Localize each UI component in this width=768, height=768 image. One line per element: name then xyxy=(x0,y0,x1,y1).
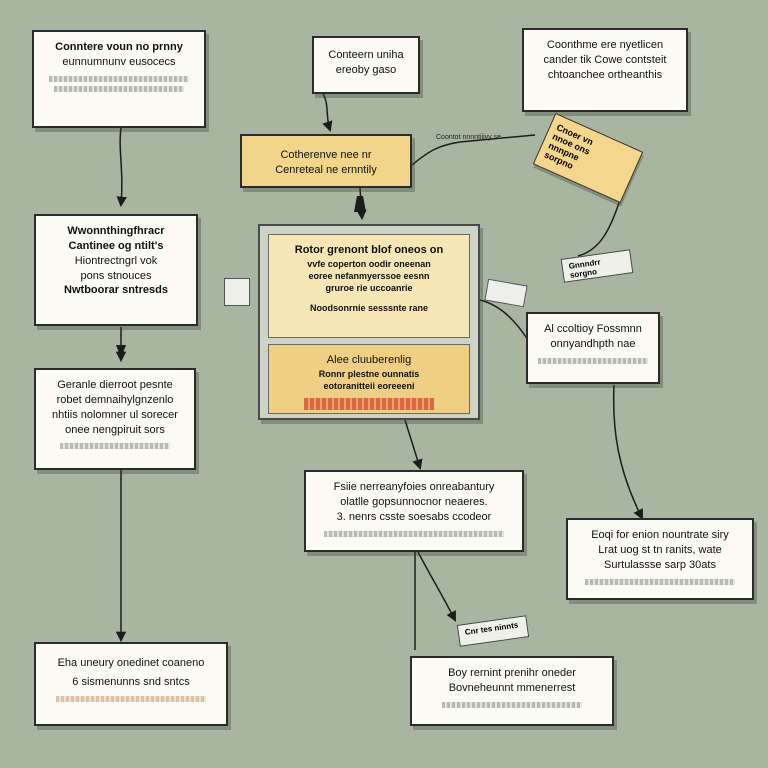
node-n9-line-2: Lrat uog st tn ranits, wate xyxy=(598,543,722,556)
node-n11-line-2: Bovneheunnt mmenerrest xyxy=(448,681,576,694)
panel-top-line-4: gruroe rie uccoanrie xyxy=(325,283,413,294)
node-n1-line-1: Conntere voun no prnny xyxy=(55,41,183,53)
node-n10-line-1: Eha uneury onedinet coaneno xyxy=(57,657,205,669)
node-n3-line-3: chtoanchee ortheanthis xyxy=(547,68,663,81)
node-n9-text-bar xyxy=(585,578,735,585)
node-n7-text-bar xyxy=(538,357,648,364)
node-n1: Conntere voun no prnny eunnumnunv eusoce… xyxy=(32,30,206,128)
edge-n2-n4 xyxy=(321,91,333,132)
node-n8-line-2: olatlle gopsunnocnor neaeres. xyxy=(340,495,488,508)
node-n11-line-1: Boy rernint prenihr oneder xyxy=(448,667,576,679)
node-n11-text-bar xyxy=(442,701,582,708)
node-n6-line-2: robet demnaihylgnzenlo xyxy=(56,393,174,406)
node-n3-line-1: Coonthme ere nyetlicen xyxy=(546,39,664,51)
node-n4-line-2: Cenreteal ne ernntily xyxy=(275,163,377,176)
pin-icon xyxy=(354,196,366,212)
edge-label-top: Coontot nnnntiiivy se xyxy=(436,134,501,141)
edge-n1-n5 xyxy=(116,127,127,208)
panel-bottom-card: Alee cluuberenlig Ronnr plestne ounnatis… xyxy=(268,344,470,414)
node-n10: Eha uneury onedinet coaneno 6 sismenunns… xyxy=(34,642,228,726)
pin-icon-left xyxy=(116,345,126,358)
edge-panel-n7 xyxy=(479,299,529,341)
node-n2-line-1: Conteern uniha xyxy=(328,49,404,61)
node-n6-line-3: nhtiis nolomner ul sorecer xyxy=(52,408,178,421)
node-n6-line-1: Geranle dierroot pesnte xyxy=(57,379,173,391)
panel-bottom-line-3: eotoranitteii eoreeeni xyxy=(323,380,415,391)
edge-n4-label xyxy=(411,134,536,166)
panel-top-line-5: Noodsonrnie sesssnte rane xyxy=(309,303,429,314)
node-n7: Al ccoltioy Fossmnn onnyandhpth nae xyxy=(526,312,660,384)
node-n5: Wwonnthingfhracr Cantinee og ntilt's Hio… xyxy=(34,214,198,326)
node-n3-line-2: cander tik Cowe contsteit xyxy=(543,53,667,66)
node-n8-text-bar xyxy=(324,530,504,537)
edge-n8-note xyxy=(417,551,456,622)
node-n5-line-3: Hiontrectngrl vok xyxy=(74,254,158,267)
node-n1-text-bar xyxy=(54,85,184,92)
node-n8-line-1: Fsiie nerreanyfoies onreabantury xyxy=(333,481,495,493)
node-n9-line-3: Surtulassse sarp 30ats xyxy=(604,558,716,571)
panel-top-line-1: Rotor grenont blof oneos on xyxy=(294,244,444,256)
edge-tag-note xyxy=(577,199,621,257)
node-n8: Fsiie nerreanyfoies onreabantury olatlle… xyxy=(304,470,524,552)
node-n1-text-bar xyxy=(49,75,189,82)
node-n4-line-1: Cotherenve nee nr xyxy=(280,149,372,161)
node-n7-line-1: Al ccoltioy Fossmnn xyxy=(544,323,642,335)
panel-group: Rotor grenont blof oneos on vvfe coperto… xyxy=(258,224,480,420)
node-n3: Coonthme ere nyetlicen cander tik Cowe c… xyxy=(522,28,688,112)
edge-panel-n8 xyxy=(404,419,423,471)
left-side-note xyxy=(224,278,250,306)
node-n6-text-bar xyxy=(60,443,170,450)
node-n9-line-1: Eoqi for enion nountrate siry xyxy=(591,529,729,541)
node-n11: Boy rernint prenihr oneder Bovneheunnt m… xyxy=(410,656,614,726)
node-n1-line-2: eunnumnunv eusocecs xyxy=(62,55,176,68)
node-n5-line-4: pons stnouces xyxy=(80,269,152,282)
node-n8-line-3: 3. nenrs csste soesabs ccodeor xyxy=(336,510,492,523)
node-n9: Eoqi for enion nountrate siry Lrat uog s… xyxy=(566,518,754,600)
node-n2-line-2: ereoby gaso xyxy=(335,63,397,76)
node-n10-line-2: 6 sismenunns snd sntcs xyxy=(72,675,190,688)
panel-top-card: Rotor grenont blof oneos on vvfe coperto… xyxy=(268,234,470,338)
panel-top-line-3: eoree nefanmyerssoe eesnn xyxy=(308,270,430,281)
panel-bottom-red-bar xyxy=(304,398,434,411)
node-n6-line-4: onee nengpiruit sors xyxy=(65,423,165,436)
panel-bottom-line-2: Ronnr plestne ounnatis xyxy=(318,368,420,379)
node-n2: Conteern uniha ereoby gaso xyxy=(312,36,420,94)
panel-bottom-line-1: Alee cluuberenlig xyxy=(326,354,412,366)
node-n7-line-2: onnyandhpth nae xyxy=(550,337,636,350)
node-n5-line-2: Cantinee og ntilt's xyxy=(68,239,164,252)
edge-n7-n9 xyxy=(612,384,643,520)
node-n10-text-bar xyxy=(56,695,206,702)
node-n5-line-1: Wwonnthingfhracr xyxy=(67,225,165,237)
node-n5-line-5: Nwtboorar sntresds xyxy=(64,284,168,297)
node-n6: Geranle dierroot pesnte robet demnaihylg… xyxy=(34,368,196,470)
panel-top-line-2: vvfe coperton oodir oneenan xyxy=(307,258,431,269)
node-n4: Cotherenve nee nr Cenreteal ne ernntily xyxy=(240,134,412,188)
